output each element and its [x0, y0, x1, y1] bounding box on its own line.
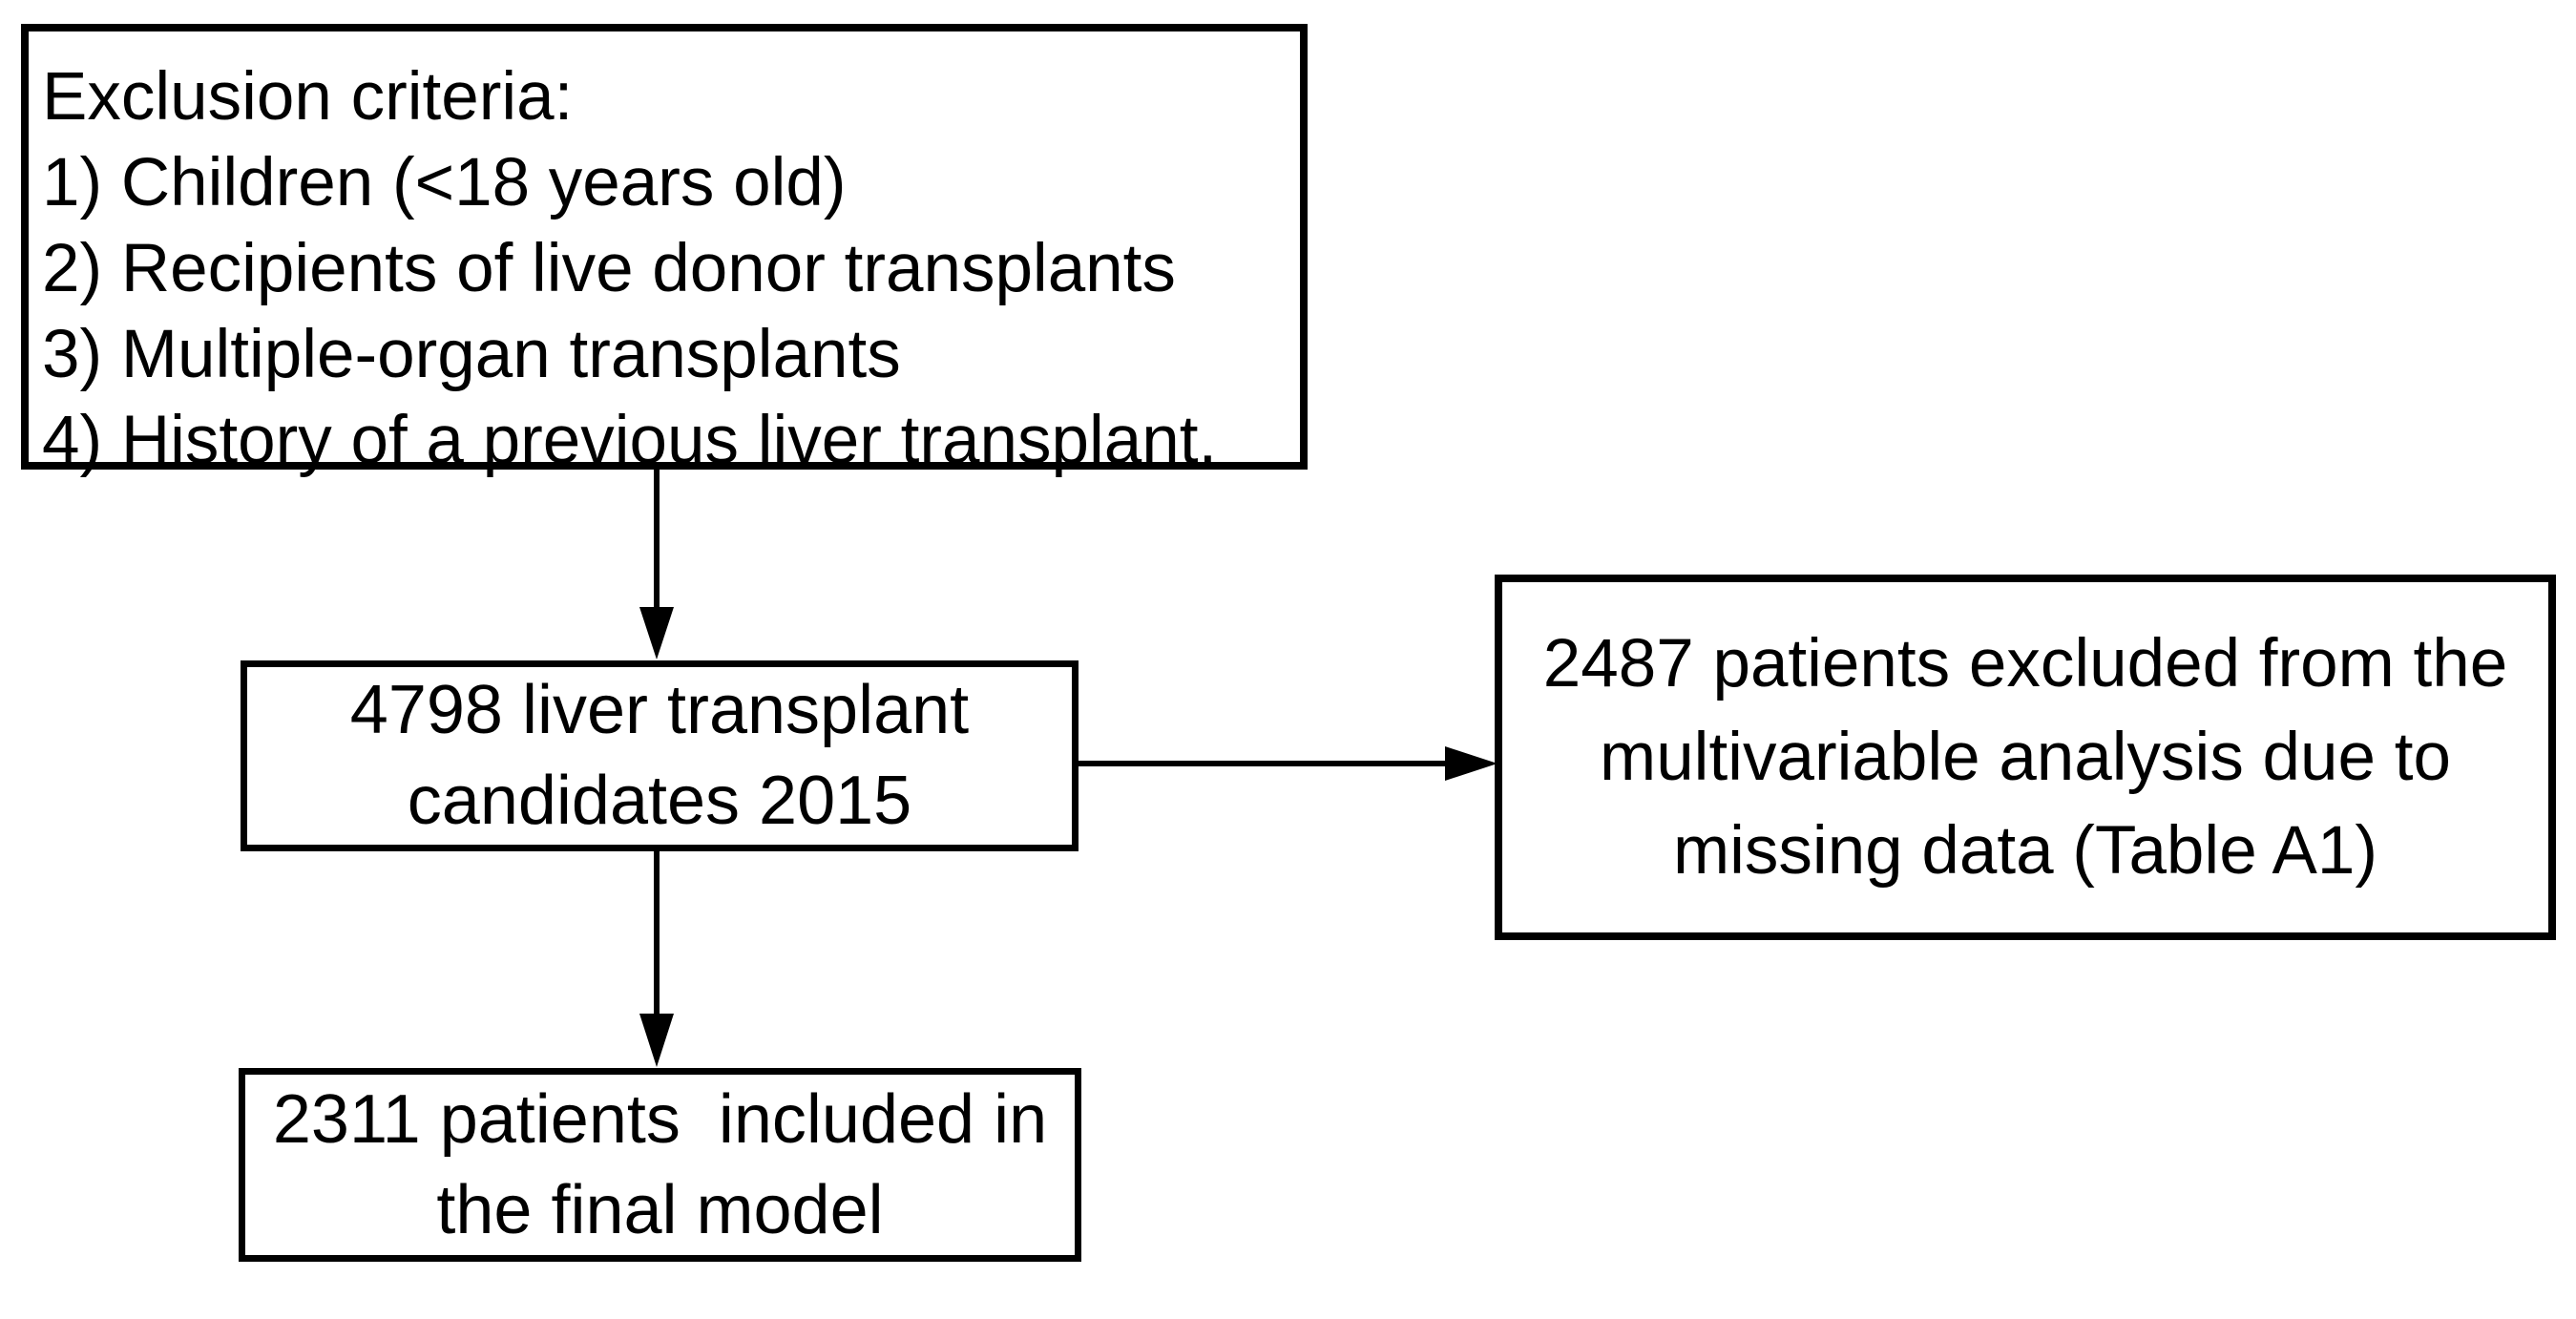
included-box-line-1: 2311 patients included in	[272, 1080, 1048, 1158]
arrow-head-icon	[639, 607, 674, 660]
included-patients-box: 2311 patients included in the final mode…	[239, 1068, 1081, 1262]
exclusion-criteria-title: Exclusion criteria:	[42, 59, 574, 135]
right-arrow-to-excluded	[1079, 746, 1497, 781]
excluded-box-line-2: multivariable analysis due to	[1600, 719, 2451, 795]
arrow-head-icon	[639, 1014, 674, 1067]
exclusion-item-1: 1) Children (<18 years old)	[42, 145, 847, 220]
exclusion-item-3: 3) Multiple-organ transplants	[42, 317, 901, 392]
excluded-box-line-1: 2487 patients excluded from the	[1542, 625, 2508, 701]
exclusion-criteria-box: Exclusion criteria: 1) Children (<18 yea…	[21, 24, 1308, 478]
candidates-box: 4798 liver transplant candidates 2015	[241, 660, 1079, 851]
excluded-box-line-3: missing data (Table A1)	[1673, 812, 2377, 889]
excluded-patients-box: 2487 patients excluded from the multivar…	[1495, 575, 2556, 940]
candidates-box-line-1: 4798 liver transplant	[349, 672, 970, 748]
arrow-head-icon	[1445, 746, 1497, 781]
down-arrow-to-candidates	[639, 470, 674, 660]
included-box-line-2: the final model	[436, 1171, 884, 1248]
exclusion-item-2: 2) Recipients of live donor transplants	[42, 231, 1176, 306]
down-arrow-to-included	[639, 851, 674, 1067]
exclusion-item-4: 4) History of a previous liver transplan…	[42, 403, 1218, 478]
candidates-box-line-2: candidates 2015	[407, 763, 912, 839]
